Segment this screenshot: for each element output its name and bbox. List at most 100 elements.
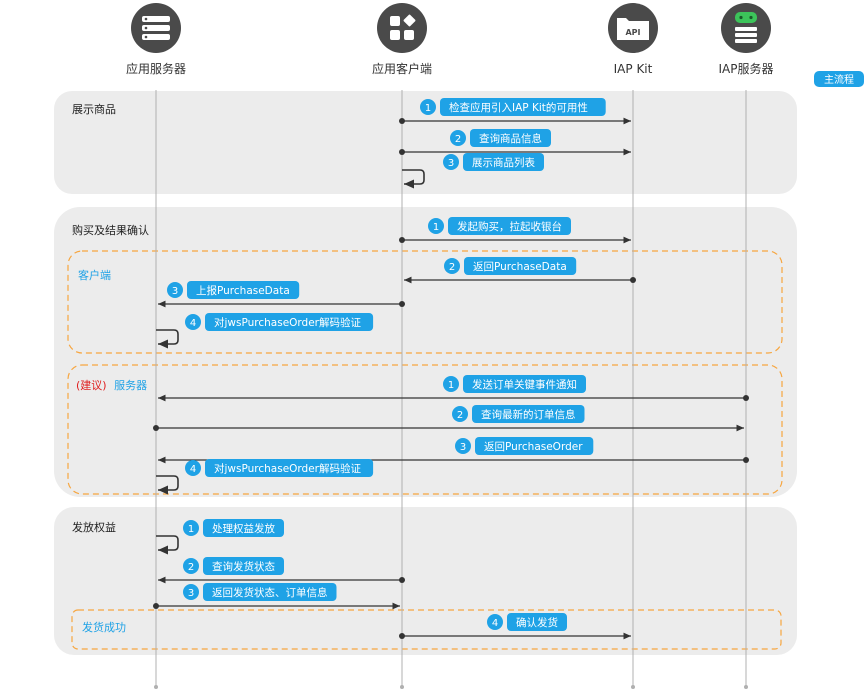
message-pill [463, 153, 544, 171]
step-number: 2 [449, 262, 455, 273]
step-badge [183, 558, 199, 574]
subgroup-server-label: 服务器 [114, 379, 147, 392]
section-title-show: 展示商品 [72, 102, 116, 116]
message-1: 1 检查应用引入IAP Kit的可用性 [399, 98, 631, 125]
message-8: 1 发送订单关键事件通知 [158, 375, 749, 402]
step-number: 3 [448, 158, 454, 169]
message-self-arrow [156, 475, 179, 495]
lifeline-end-iap-server [744, 685, 748, 689]
message-label: 对jwsPurchaseOrder解码验证 [214, 462, 361, 475]
step-number: 4 [190, 318, 196, 329]
subgroup-box-client [67, 250, 783, 354]
step-number: 1 [425, 103, 431, 114]
message-origin-dot [399, 237, 405, 243]
message-pill [203, 519, 284, 537]
step-number: 2 [457, 410, 463, 421]
participant-label-app-client: 应用客户端 [372, 61, 432, 76]
message-self-arrow [402, 169, 425, 189]
subgroup-box-server [67, 364, 783, 495]
message-label: 查询发货状态 [212, 560, 275, 573]
message-label: 返回PurchaseData [473, 261, 567, 273]
message-label: 返回发货状态、订单信息 [212, 586, 328, 599]
message-origin-dot [399, 118, 405, 124]
message-pill [472, 405, 585, 423]
step-badge [183, 520, 199, 536]
message-pill [475, 437, 594, 455]
step-number: 3 [460, 442, 466, 453]
server-gamepad-icon [721, 3, 771, 53]
message-label: 处理权益发放 [212, 522, 275, 535]
step-badge [183, 584, 199, 600]
step-badge [185, 314, 201, 330]
api-folder-icon: API [608, 3, 658, 53]
step-badge [444, 258, 460, 274]
message-14: 3 返回发货状态、订单信息 [153, 583, 400, 610]
message-pill [205, 459, 374, 477]
step-number: 3 [172, 286, 178, 297]
legend-main-flow: 主流程 [814, 71, 864, 87]
message-label: 确认发货 [516, 616, 558, 629]
subgroup-title-success: 发货成功 [82, 620, 126, 634]
step-number: 4 [190, 464, 196, 475]
message-label: 发送订单关键事件通知 [472, 378, 577, 391]
step-badge [452, 406, 468, 422]
step-badge [455, 438, 471, 454]
step-number: 2 [455, 134, 461, 145]
message-pill [205, 313, 374, 331]
participant-label-iap-kit: IAP Kit [614, 62, 653, 76]
step-badge [443, 154, 459, 170]
message-pill [440, 98, 606, 116]
message-label: 查询商品信息 [479, 132, 542, 145]
message-label: 对jwsPurchaseOrder解码验证 [214, 316, 361, 329]
message-label: 查询最新的订单信息 [481, 408, 576, 421]
message-pill [187, 281, 300, 299]
message-pill [448, 217, 571, 235]
step-number: 1 [448, 380, 454, 391]
message-origin-dot [743, 395, 749, 401]
step-number: 3 [188, 588, 194, 599]
message-self-arrow [156, 329, 179, 349]
message-pill [203, 583, 337, 601]
step-number: 1 [188, 524, 194, 535]
message-label: 上报PurchaseData [196, 284, 290, 297]
step-badge [167, 282, 183, 298]
app-grid-icon [377, 3, 427, 53]
participant-label-iap-server: IAP服务器 [719, 61, 774, 76]
lifeline-end-app-client [400, 685, 404, 689]
message-origin-dot [743, 457, 749, 463]
message-11: 4 对jwsPurchaseOrder解码验证 [156, 459, 374, 495]
message-5: 2 返回PurchaseData [404, 257, 636, 284]
lifelines [154, 90, 748, 689]
message-label: 检查应用引入IAP Kit的可用性 [449, 101, 588, 114]
server-icon [131, 3, 181, 53]
message-origin-dot [399, 577, 405, 583]
lifeline-end-iap-kit [631, 685, 635, 689]
message-origin-dot [630, 277, 636, 283]
api-icon-text: API [625, 28, 640, 37]
message-pill [463, 375, 586, 393]
legend-badge [814, 71, 864, 87]
subgroup-box-success [71, 609, 782, 650]
message-label: 返回PurchaseOrder [484, 441, 583, 453]
step-badge [420, 99, 436, 115]
message-origin-dot [153, 603, 159, 609]
message-12: 1 处理权益发放 [156, 519, 284, 555]
message-2: 2 查询商品信息 [399, 129, 631, 156]
legend-label: 主流程 [824, 73, 854, 86]
message-6: 3 上报PurchaseData [158, 281, 405, 308]
message-pill [507, 613, 567, 631]
step-badge [487, 614, 503, 630]
message-self-arrow [156, 535, 179, 555]
message-origin-dot [399, 301, 405, 307]
step-number: 1 [433, 222, 439, 233]
step-badge [428, 218, 444, 234]
section-panel-grant [54, 507, 797, 655]
section-title-buy: 购买及结果确认 [72, 223, 149, 237]
participant-label-app-server: 应用服务器 [126, 61, 186, 76]
